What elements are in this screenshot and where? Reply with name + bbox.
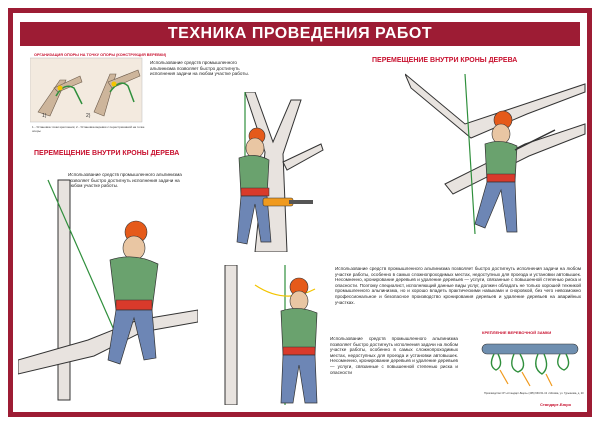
worker-in-tree-illustration — [17, 160, 199, 410]
knots-illustration — [478, 336, 582, 388]
page-title: ТЕХНИКА ПРОВЕДЕНИЯ РАБОТ — [20, 22, 580, 46]
worker-with-pruner-illustration — [404, 64, 590, 244]
diagram-label-2: 2) — [86, 113, 91, 119]
footer-text: Производство СП «Стандарт-Бюро» (495) 66… — [484, 392, 584, 395]
caption-bottom: Использование средств промышленного альп… — [330, 336, 458, 375]
diagram-title: ОРГАНИЗАЦИЯ ОПОРЫ НА ТОЧКУ ОПОРЫ (КОНСТР… — [34, 53, 167, 57]
diagram-footnote: 1 - Установка точки крепления; 2 - Устан… — [32, 125, 145, 133]
footer-logo: Стандарт-Бюро — [540, 402, 572, 407]
caption-long: Использование средств промышленного альп… — [335, 266, 581, 305]
worker-with-chainsaw-illustration — [205, 91, 325, 253]
rope-anchor-diagram — [29, 52, 145, 132]
caption-2: Использование средств промышленного альп… — [68, 172, 182, 189]
diagram-label-1: 1) — [42, 113, 47, 119]
heading-left: ПЕРЕМЕЩЕНИЕ ВНУТРИ КРОНЫ ДЕРЕВА — [34, 150, 180, 157]
worker-ascending-illustration — [215, 264, 325, 406]
knots-title: КРЕПЛЕНИЕ ВЕРЕВОЧНОЙ ЗАМКИ — [482, 330, 552, 335]
heading-right: ПЕРЕМЕЩЕНИЕ ВНУТРИ КРОНЫ ДЕРЕВА — [372, 57, 518, 64]
caption-1: Использование средств промышленного альп… — [150, 60, 250, 77]
